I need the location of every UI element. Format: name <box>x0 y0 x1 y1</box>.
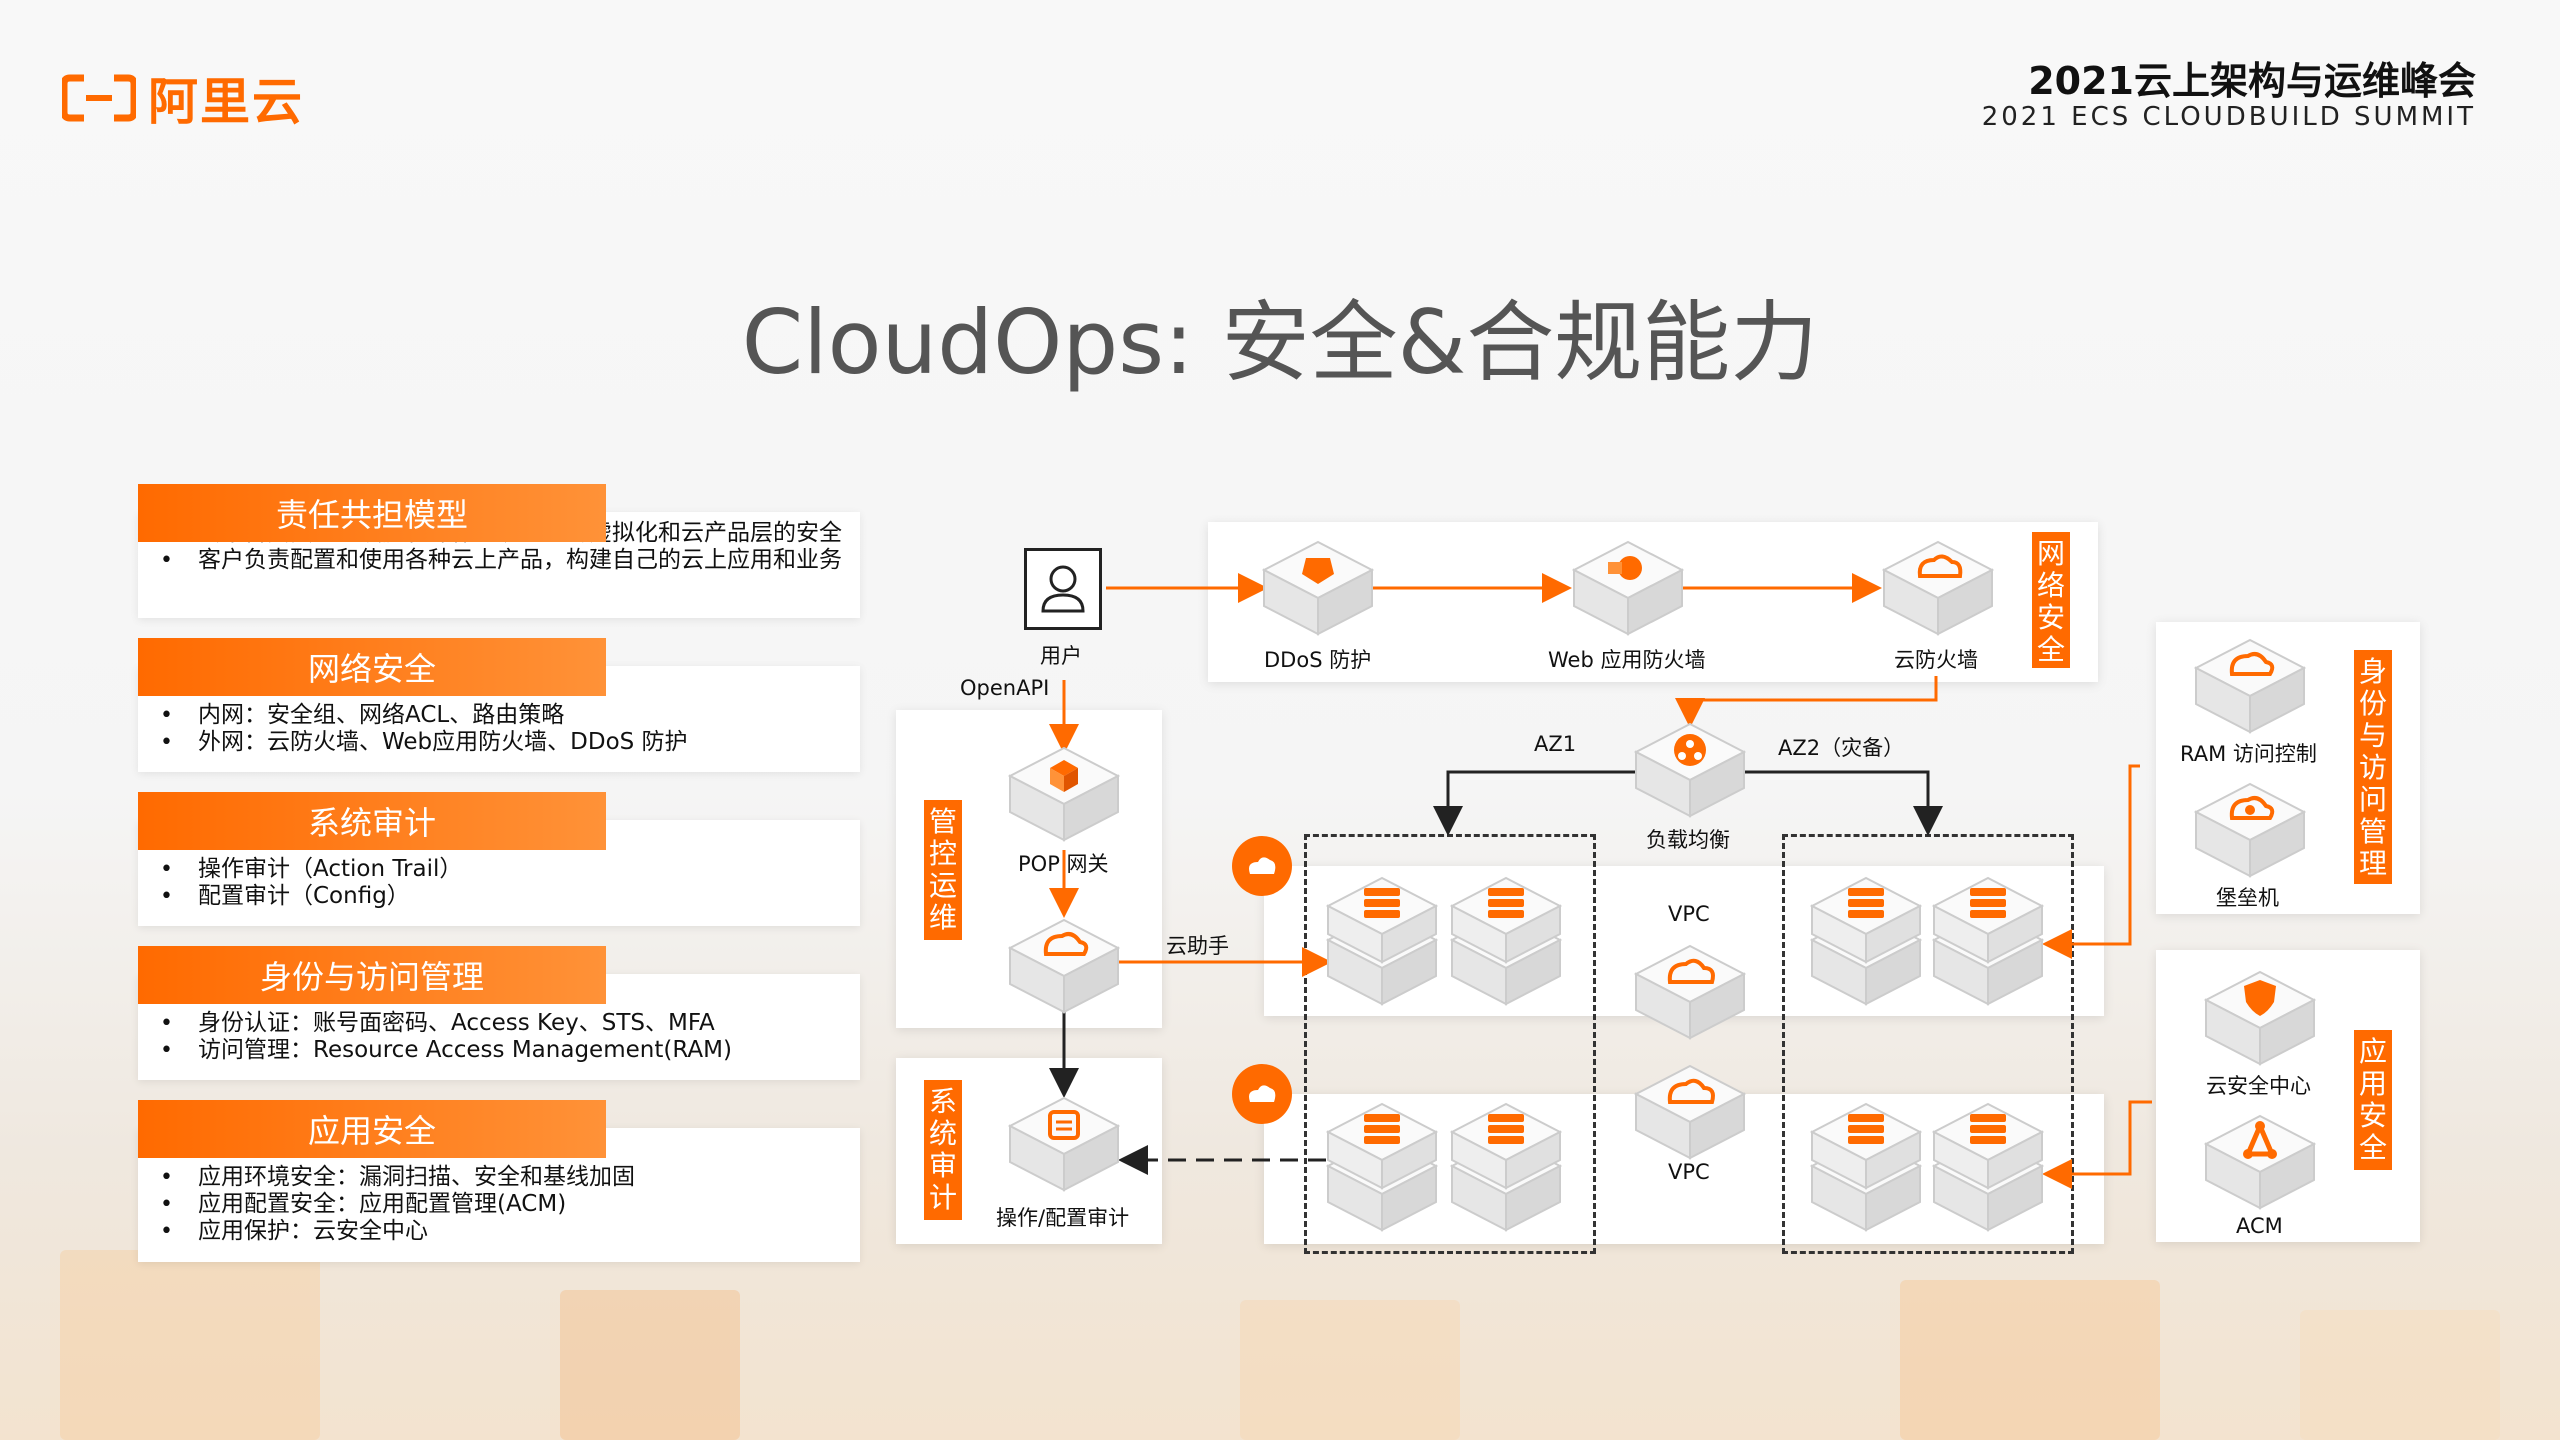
waf-label: Web 应用防火墙 <box>1548 648 1706 672</box>
audit-label: 操作/配置审计 <box>996 1206 1130 1230</box>
bastion-label: 堡垒机 <box>2216 886 2279 910</box>
firewall-label: 云防火墙 <box>1894 648 1978 672</box>
panel-item: 访问管理：Resource Access Management(RAM) <box>160 1037 860 1064</box>
az1-label: AZ1 <box>1534 732 1577 756</box>
cloud-assistant-icon <box>1006 914 1122 1022</box>
lb-label: 负载均衡 <box>1646 828 1730 852</box>
tag-text: 身份与访问管理 <box>2359 655 2388 880</box>
audit-icon <box>1006 1092 1122 1200</box>
user-label: 用户 <box>1040 644 1082 668</box>
tag-text: 网络安全 <box>2037 537 2066 666</box>
logo-text: 阿里云 <box>148 73 304 131</box>
panel-item: 应用保护：云安全中心 <box>160 1218 860 1245</box>
panel-heading-iam: 身份与访问管理 <box>138 946 606 1004</box>
panel-heading-shared-responsibility: 责任共担模型 <box>138 484 606 542</box>
aliyun-logo: 阿里云 <box>60 62 304 134</box>
az2-label: AZ2（灾备） <box>1778 736 1905 760</box>
panel-item: 外网：云防火墙、Web应用防火墙、DDoS 防护 <box>160 729 860 756</box>
ecs-server-icon <box>1324 1098 1440 1242</box>
panel-item: 应用环境安全：漏洞扫描、安全和基线加固 <box>160 1164 860 1191</box>
ecs-server-icon <box>1930 872 2046 1016</box>
cloud-badge-icon <box>1232 836 1292 896</box>
app-security-tag: 应用安全 <box>2354 1030 2392 1170</box>
openapi-label: OpenAPI <box>960 676 1050 700</box>
panel-item: 应用配置安全：应用配置管理(ACM) <box>160 1191 860 1218</box>
panel-item: 客户负责配置和使用各种云上产品，构建自己的云上应用和业务 <box>160 547 860 574</box>
ddos-label: DDoS 防护 <box>1264 648 1372 672</box>
load-balancer-icon <box>1632 718 1748 826</box>
ecs-server-icon <box>1448 1098 1564 1242</box>
mgmt-tag: 管控运维 <box>924 800 962 940</box>
cloud-badge-icon <box>1232 1064 1292 1124</box>
bastion-icon <box>2192 778 2308 886</box>
ddos-icon <box>1260 536 1376 644</box>
ecs-server-icon <box>1448 872 1564 1016</box>
summit-title-en: 2021 ECS CLOUDBUILD SUMMIT <box>1981 102 2476 132</box>
ecs-server-icon <box>1808 1098 1924 1242</box>
pop-label: POP 网关 <box>1018 852 1109 876</box>
acm-label: ACM <box>2236 1214 2283 1238</box>
iam-tag: 身份与访问管理 <box>2354 650 2392 884</box>
panel-heading-app-security: 应用安全 <box>138 1100 606 1158</box>
network-security-tag: 网络安全 <box>2032 532 2070 668</box>
cloud-firewall-icon <box>1880 536 1996 644</box>
panel-item: 内网：安全组、网络ACL、路由策略 <box>160 702 860 729</box>
ram-label: RAM 访问控制 <box>2180 742 2317 766</box>
summit-title-cn: 2021云上架构与运维峰会 <box>2028 59 2476 103</box>
security-center-icon <box>2202 966 2318 1074</box>
ecs-server-icon <box>1930 1098 2046 1242</box>
panel-heading-network-security: 网络安全 <box>138 638 606 696</box>
vpc-label-1: VPC <box>1668 902 1710 926</box>
panel-item: 配置审计（Config） <box>160 883 860 910</box>
panel-heading-system-audit: 系统审计 <box>138 792 606 850</box>
ecs-server-icon <box>1324 872 1440 1016</box>
pop-gateway-icon <box>1006 742 1122 850</box>
panel-item: 身份认证：账号面密码、Access Key、STS、MFA <box>160 1010 860 1037</box>
security-center-label: 云安全中心 <box>2206 1074 2311 1098</box>
ram-icon <box>2192 634 2308 742</box>
ecs-server-icon <box>1808 872 1924 1016</box>
tag-text: 应用安全 <box>2359 1035 2388 1164</box>
tag-text: 系统审计 <box>929 1085 958 1214</box>
user-icon <box>1024 548 1102 630</box>
vpc-icon <box>1632 1060 1748 1168</box>
vpc-icon <box>1632 940 1748 1048</box>
acm-icon <box>2202 1110 2318 1218</box>
assistant-label: 云助手 <box>1166 934 1229 958</box>
vpc-label-2: VPC <box>1668 1160 1710 1184</box>
aliyun-logo-icon <box>60 74 138 122</box>
page-title: CloudOps: 安全&合规能力 <box>741 291 1819 394</box>
audit-tag: 系统审计 <box>924 1080 962 1220</box>
panel-item: 操作审计（Action Trail） <box>160 856 860 883</box>
waf-icon <box>1570 536 1686 644</box>
tag-text: 管控运维 <box>929 805 958 934</box>
